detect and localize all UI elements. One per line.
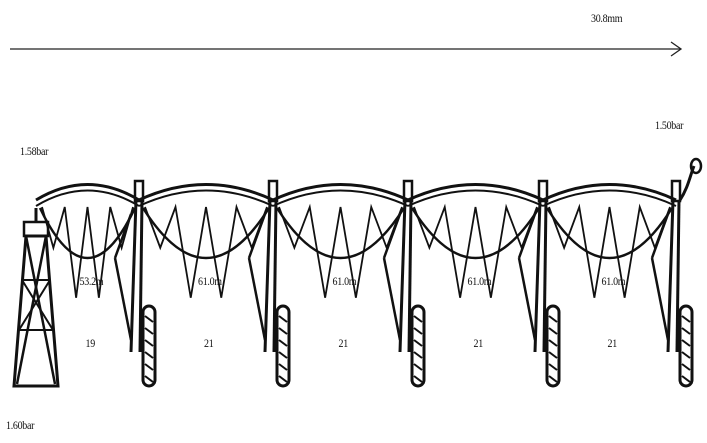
drive-tower-5 (650, 179, 694, 388)
span-count-label: 21 (204, 338, 214, 351)
span-pipe (35, 183, 140, 202)
span-pipe (407, 183, 544, 202)
span-length-label: 53.2m (79, 276, 104, 289)
drive-tower-2 (247, 179, 291, 388)
pivot-tower (12, 208, 60, 388)
wheel (410, 304, 426, 388)
truss-web (548, 203, 671, 298)
start-pressure-label: 1.58bar (20, 146, 49, 159)
span-pipe-lower (35, 189, 140, 207)
total-length-label: 30.8mm (591, 13, 623, 26)
span-2 (138, 183, 274, 298)
truss-chord (38, 207, 137, 260)
drive-tower-3 (382, 179, 426, 388)
wheel (275, 304, 291, 388)
span-length-label: 61.0m (198, 276, 222, 289)
span-pipe-lower (138, 189, 274, 207)
span-pipe (138, 183, 274, 202)
span-count-label: 19 (85, 338, 96, 351)
wheel (678, 304, 694, 388)
truss-web (278, 203, 403, 298)
span-1 (35, 183, 140, 298)
drive-tower-4 (517, 179, 561, 388)
truss-chord (275, 207, 406, 260)
end-pressure-label: 1.50bar (655, 120, 684, 133)
base-pressure-label: 1.60bar (6, 420, 35, 433)
spans-group (35, 179, 694, 388)
span-3 (272, 183, 409, 298)
span-count-label: 21 (338, 338, 349, 351)
truss-chord (141, 207, 271, 260)
wheel (141, 304, 157, 388)
truss-web (144, 203, 268, 298)
span-length-label: 61.0m (467, 276, 492, 289)
total-length-arrow (10, 41, 683, 57)
span-count-label: 21 (473, 338, 484, 351)
span-pipe (542, 183, 677, 202)
wheel (545, 304, 561, 388)
span-count-label: 21 (607, 338, 618, 351)
span-length-label: 61.0m (601, 276, 626, 289)
span-4 (407, 183, 544, 298)
span-pipe (272, 183, 409, 202)
span-pipe-lower (542, 189, 677, 207)
truss-chord (545, 207, 674, 260)
span-length-label: 61.0m (332, 276, 357, 289)
truss-web (41, 206, 134, 298)
span-5 (542, 183, 677, 298)
truss-web (413, 203, 538, 298)
span-pipe-lower (407, 189, 544, 207)
span-pipe-lower (272, 189, 409, 207)
truss-chord (410, 207, 541, 260)
end-gun (678, 157, 703, 201)
drive-tower-1 (113, 179, 157, 388)
